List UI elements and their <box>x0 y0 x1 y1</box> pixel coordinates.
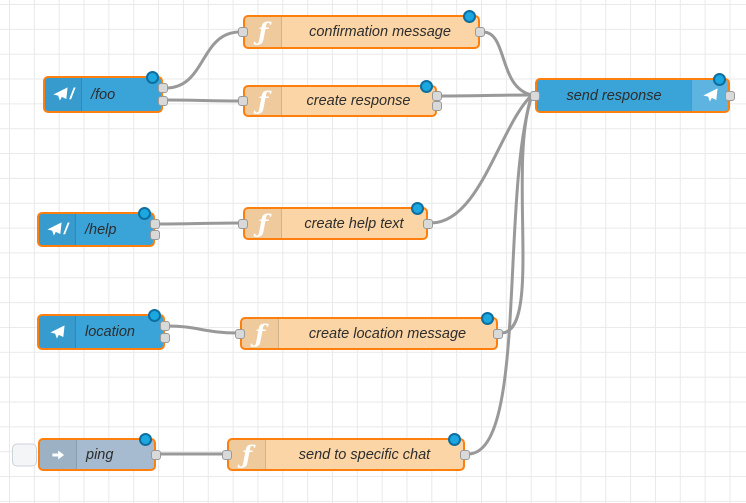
output-port-location-1[interactable] <box>160 333 170 343</box>
paper-plane-glyph <box>702 88 718 102</box>
input-port-create_help_text[interactable] <box>238 218 248 229</box>
node-changed-indicator <box>146 71 159 84</box>
telegram-icon <box>39 316 76 348</box>
input-port-send_response[interactable] <box>530 90 540 101</box>
arrow-glyph <box>52 450 65 459</box>
node-changed-indicator <box>138 207 151 220</box>
node-label: confirmation message <box>309 24 451 40</box>
inject-arrow-icon <box>40 440 77 469</box>
node-changed-indicator <box>448 433 461 446</box>
wire-create_help_text-to-send_response[interactable] <box>429 93 534 225</box>
paper-plane-glyph <box>49 324 65 339</box>
output-port-foo-1[interactable] <box>158 95 168 106</box>
node-label: /foo <box>91 86 116 103</box>
node-foo[interactable]: / /foo <box>43 71 168 113</box>
output-port-confirmation_message-0[interactable] <box>475 27 485 37</box>
wire-create_response-to-send_response[interactable] <box>438 93 534 98</box>
node-create_help_text[interactable]: ƒ create help text <box>238 202 433 240</box>
node-changed-indicator <box>481 312 494 325</box>
output-port-create_response-1[interactable] <box>432 101 442 112</box>
node-label: create response <box>306 93 411 109</box>
node-label: create help text <box>304 215 404 232</box>
wire-help-to-create_help_text[interactable] <box>156 221 242 226</box>
paper-plane-glyph <box>53 87 68 101</box>
input-port-send_to_specific_chat[interactable] <box>222 449 232 460</box>
node-changed-indicator <box>713 73 726 86</box>
node-help[interactable]: / /help <box>37 207 160 247</box>
output-port-location-0[interactable] <box>160 321 170 331</box>
wire-foo-to-confirmation_message[interactable] <box>164 30 242 90</box>
node-changed-indicator <box>139 433 152 446</box>
wire-send_to_specific_chat-to-send_response[interactable] <box>466 93 534 456</box>
node-label: send to specific chat <box>298 446 431 463</box>
node-label: location <box>85 324 135 340</box>
function-glyph: ƒ <box>257 86 269 115</box>
node-create_location_message[interactable]: ƒ create location message <box>235 312 503 350</box>
node-changed-indicator <box>463 10 476 23</box>
telegram-command-icon: / <box>39 214 76 245</box>
function-icon: ƒ <box>245 17 282 47</box>
node-changed-indicator <box>411 202 424 215</box>
output-port-send_response-0[interactable] <box>725 90 735 101</box>
function-glyph: ƒ <box>257 208 269 238</box>
node-send_to_specific_chat[interactable]: ƒ send to specific chat <box>222 433 470 471</box>
slash-glyph: / <box>63 220 69 238</box>
output-port-send_to_specific_chat-0[interactable] <box>460 449 470 460</box>
input-port-confirmation_message[interactable] <box>238 27 248 37</box>
input-port-create_response[interactable] <box>238 96 248 106</box>
telegram-command-icon: / <box>45 78 82 111</box>
node-send_response[interactable]: send response <box>530 73 735 113</box>
node-changed-indicator <box>148 309 161 322</box>
output-port-create_help_text-0[interactable] <box>423 218 433 229</box>
output-port-create_response-0[interactable] <box>432 90 442 101</box>
function-glyph: ƒ <box>241 439 253 469</box>
output-port-help-1[interactable] <box>150 230 160 241</box>
node-label: send response <box>566 87 662 104</box>
output-port-create_location_message-0[interactable] <box>493 328 503 339</box>
node-label: ping <box>86 446 114 463</box>
slash-glyph: / <box>69 85 75 103</box>
node-label: /help <box>85 221 117 238</box>
input-port-create_location_message[interactable] <box>235 328 245 339</box>
output-port-foo-0[interactable] <box>158 83 168 94</box>
function-icon: ƒ <box>245 87 282 115</box>
wire-confirmation_message-to-send_response[interactable] <box>481 30 534 97</box>
wire-location-to-create_location_message[interactable] <box>166 324 239 335</box>
paper-plane-glyph <box>47 222 62 236</box>
function-icon: ƒ <box>245 209 282 238</box>
function-icon: ƒ <box>229 440 266 469</box>
node-ping[interactable]: ping <box>12 433 161 471</box>
inject-button-ping[interactable] <box>12 443 37 466</box>
function-glyph: ƒ <box>254 318 266 348</box>
function-icon: ƒ <box>242 319 279 348</box>
node-changed-indicator <box>420 80 433 93</box>
node-location[interactable]: location <box>37 309 170 350</box>
node-create_response[interactable]: ƒ create response <box>238 80 442 117</box>
output-port-help-0[interactable] <box>150 218 160 229</box>
output-port-ping-0[interactable] <box>151 449 161 460</box>
function-glyph: ƒ <box>257 17 269 46</box>
node-confirmation_message[interactable]: ƒ confirmation message <box>238 10 485 49</box>
node-label: create location message <box>308 325 467 342</box>
wire-foo-to-create_response[interactable] <box>164 98 242 103</box>
